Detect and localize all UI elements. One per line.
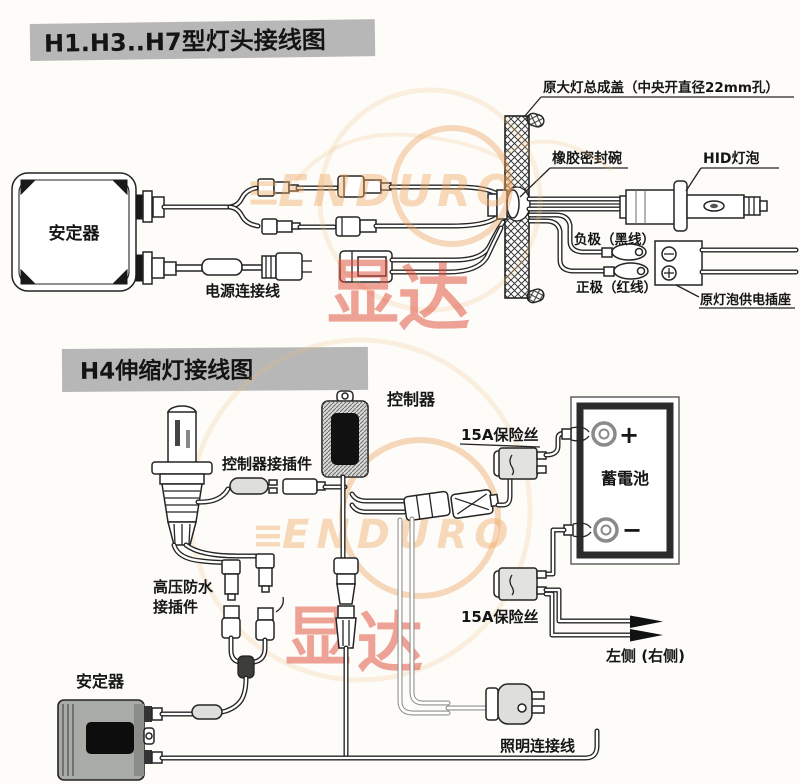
watermark-brand: ENDURO <box>278 166 518 217</box>
power-cable-row: 电源连接线 <box>135 219 506 300</box>
watermark-cn-2: 达 <box>398 257 470 341</box>
hv-output-wires <box>135 185 261 229</box>
top-banner-bg <box>29 19 376 61</box>
direction-arrows: 左侧 (右侧) <box>543 587 685 665</box>
hid-bulb-label: HID灯泡 <box>703 150 760 167</box>
ballast-edge-shade <box>134 704 144 776</box>
h4-flange <box>151 461 213 475</box>
ballast-output-stub <box>144 706 152 722</box>
hv-plug-label-line2: 接插件 <box>153 598 198 616</box>
direction-note-label: 左侧 (右侧) <box>605 647 685 665</box>
hid-bulb <box>619 180 768 232</box>
lighting-circuit: 照明连接线 <box>397 516 575 755</box>
battery: 蓄電池 + − <box>544 396 680 577</box>
spade-terminal-positive <box>603 262 649 280</box>
controller-label: 控制器 <box>387 390 436 409</box>
bottom-banner: H4伸缩灯接线图 <box>61 346 369 392</box>
top-title: H1.H3..H7型灯头接线图 <box>44 26 326 58</box>
controller-plug-label: 控制器接插件 <box>222 455 312 473</box>
ballast-bottom-label: 安定器 <box>76 672 125 691</box>
rubber-seal <box>487 189 520 220</box>
fuse-upper-label: 15A保险丝 <box>461 426 538 444</box>
bulb-shield <box>175 420 180 446</box>
screw-corner-icon <box>111 268 128 285</box>
fuse-upper: 15A保险丝 <box>459 426 569 480</box>
ballast-box-top: 安定器 <box>11 172 137 292</box>
bulb-flange <box>673 180 688 232</box>
top-section: H1.H3..H7型灯头接线图 安定器 <box>11 19 799 341</box>
watermark-car-outline <box>293 132 614 184</box>
bulb-electrode <box>186 430 190 448</box>
top-labels: 原大灯总成盖（中央开直径22mm孔） 橡胶密封碗 HID灯泡 负极（黑线） 正极… <box>519 79 795 309</box>
fuse-lower-label: 15A保险丝 <box>461 608 538 626</box>
watermark-top: ≡ ENDURO 显 达 <box>246 87 614 341</box>
socket-label: 原灯泡供电插座 <box>700 292 791 308</box>
controller-plug-chain: 控制器接插件 <box>222 455 348 495</box>
trunk-connector-stack <box>333 557 359 758</box>
bottom-section: H4伸缩灯接线图 ≡ ENDURO 显 达 <box>57 337 685 781</box>
screw-corner-icon <box>111 179 128 196</box>
ballast-unit-bottom: 安定器 <box>57 672 600 781</box>
cover-top-foot <box>526 112 545 128</box>
cover-bottom-foot <box>526 288 545 304</box>
waterproof-connectors: 高压防水 接插件 <box>153 553 284 715</box>
watermark-mark: ≡ <box>252 513 284 557</box>
watermark-cn-1: 显 <box>327 251 399 335</box>
battery-frame <box>576 402 674 559</box>
watermark-mark: ≡ <box>246 167 281 216</box>
watermark-ring <box>391 125 513 247</box>
ballast-output-stub <box>144 750 152 764</box>
lighting-plug <box>485 683 545 725</box>
screw-corner-icon <box>20 268 37 285</box>
ballast-label-plate <box>86 722 134 754</box>
rubber-seal-label: 橡胶密封碗 <box>552 150 622 167</box>
watermark-brand: ENDURO <box>282 512 515 558</box>
ferrite-bead <box>191 704 223 720</box>
trunk-wires <box>340 474 407 563</box>
relay-connectors <box>403 470 539 522</box>
bottom-title: H4伸缩灯接线图 <box>80 357 253 385</box>
controller-face <box>331 413 359 465</box>
hv-plug-label-line1: 高压防水 <box>153 578 214 596</box>
battery-plus-fork <box>561 428 572 440</box>
battery-minus-sign: − <box>622 516 642 544</box>
screw-corner-icon <box>20 179 37 196</box>
spade-terminal-negative <box>601 243 647 261</box>
top-banner: H1.H3..H7型灯头接线图 <box>29 19 376 61</box>
power-cable-label: 电源连接线 <box>205 282 280 300</box>
y-splitter <box>237 655 255 679</box>
arrow-right-icon <box>630 629 663 642</box>
bulb-power-socket <box>654 240 799 286</box>
negative-label: 负极（黑线） <box>574 231 655 248</box>
lighting-cable-label: 照明连接线 <box>500 737 575 755</box>
cover-label: 原大灯总成盖（中央开直径22mm孔） <box>543 79 779 96</box>
bulb-window <box>710 203 718 209</box>
bottom-banner-bg <box>61 346 369 392</box>
bulb-feed-wires <box>526 196 629 212</box>
arrow-right-icon <box>630 615 663 628</box>
battery-label: 蓄電池 <box>601 469 649 488</box>
battery-plus-sign: + <box>619 421 639 449</box>
positive-label: 正极（红线） <box>576 279 657 296</box>
controller-unit: 控制器 <box>321 390 436 478</box>
ballast-top-label: 安定器 <box>49 223 101 244</box>
terminal-wires <box>527 212 649 280</box>
h4-bulb <box>151 405 266 565</box>
fuse-lower: 15A保险丝 <box>461 567 547 626</box>
